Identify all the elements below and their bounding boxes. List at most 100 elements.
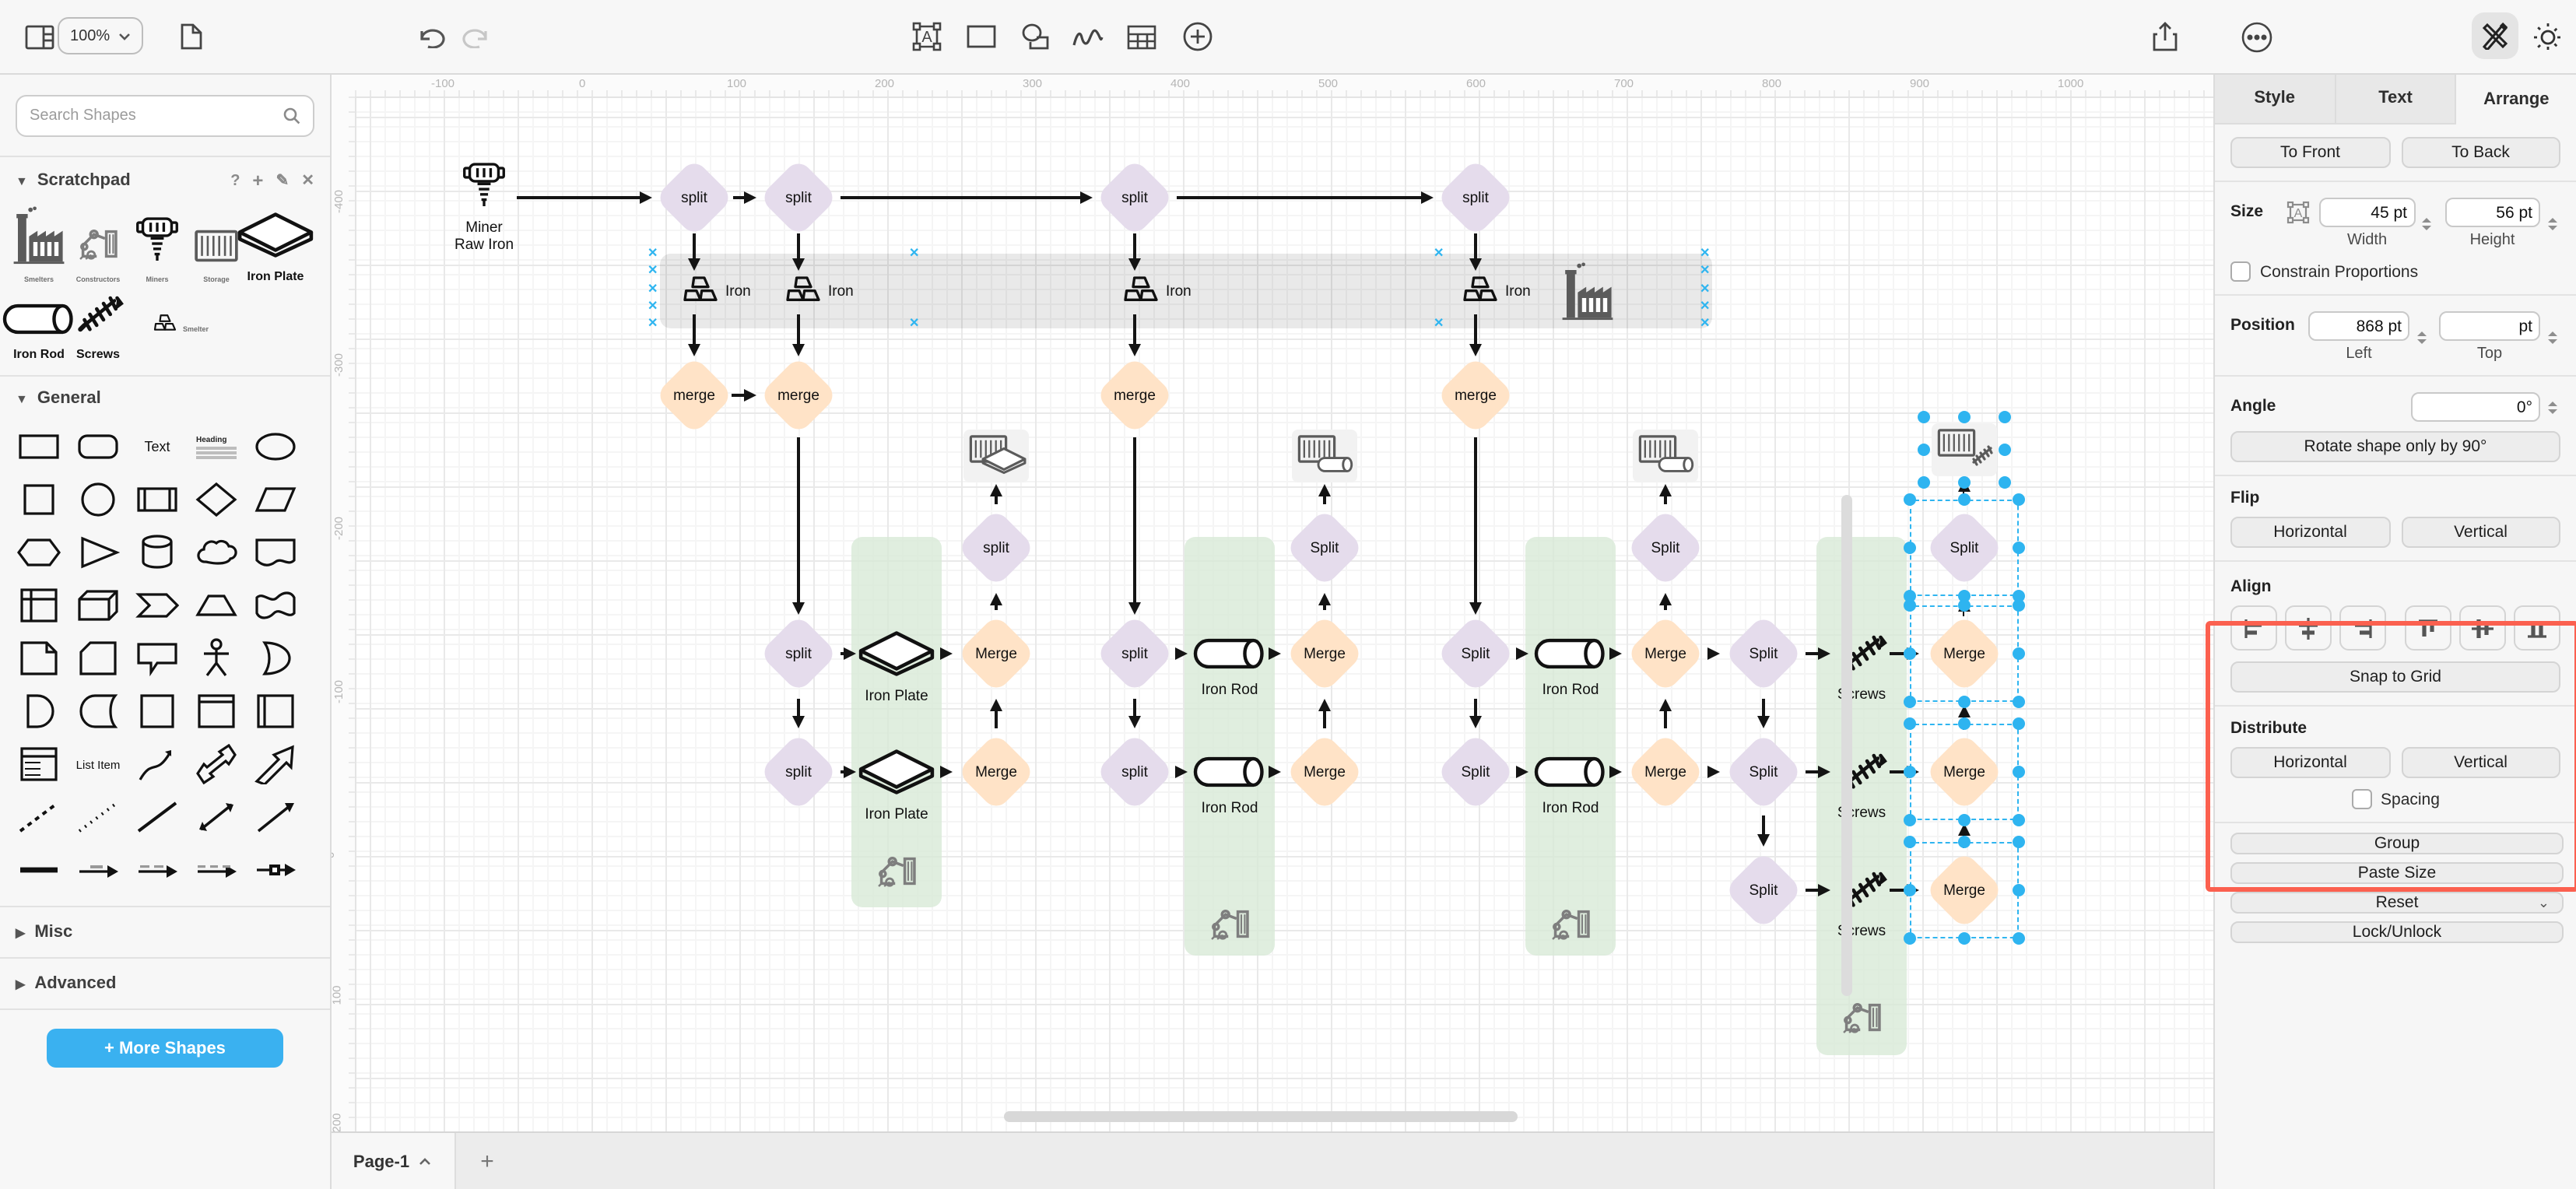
shape-srctgt[interactable] — [187, 847, 246, 893]
shape-vcont[interactable] — [187, 688, 246, 735]
diagram-node-storage[interactable] — [1637, 433, 1694, 487]
selection-handle[interactable] — [2013, 814, 2025, 826]
toggle-sidebar-button[interactable] — [19, 17, 59, 56]
shape-listitem[interactable]: List Item — [75, 757, 121, 771]
connector-arrow[interactable] — [693, 314, 696, 344]
shape-diamond[interactable] — [187, 476, 246, 523]
sketch-style-toggle[interactable] — [2472, 12, 2518, 59]
selection-handle[interactable] — [2013, 836, 2025, 848]
rotate-90-button[interactable]: Rotate shape only by 90° — [2230, 431, 2560, 462]
height-input[interactable]: 56 pt — [2444, 198, 2540, 227]
autosize-icon[interactable]: A — [2286, 201, 2310, 224]
connector-arrow[interactable] — [1806, 770, 1818, 773]
flip-horizontal-button[interactable]: Horizontal — [2230, 517, 2390, 548]
diagram-node-merge[interactable]: Merge — [1910, 724, 2019, 820]
shape-hex[interactable] — [9, 529, 68, 576]
selection-handle[interactable] — [1904, 696, 1916, 708]
connector-arrow[interactable] — [1664, 711, 1667, 728]
width-input[interactable]: 45 pt — [2319, 198, 2415, 227]
align-left-button[interactable] — [2230, 605, 2277, 651]
diagram-node-merge[interactable]: Merge — [1910, 605, 2019, 702]
scratchpad-header[interactable]: ▼ Scratchpad ? + ✎ ✕ — [0, 157, 330, 198]
diagram-node-split[interactable]: split — [1093, 730, 1177, 814]
tab-style[interactable]: Style — [2215, 73, 2336, 125]
align-center-button[interactable] — [2285, 605, 2332, 651]
diagram-node-split[interactable]: Split — [1910, 500, 2019, 596]
scratchpad-item-iron-plate[interactable]: Iron Plate — [237, 205, 314, 283]
shape-dotline[interactable] — [68, 794, 128, 840]
diagram-node-merge[interactable]: Merge — [1283, 612, 1367, 696]
shape-rect[interactable] — [9, 423, 68, 470]
connector-arrow[interactable] — [797, 233, 800, 258]
connector-arrow[interactable] — [1177, 196, 1421, 199]
scratchpad-item-constructors[interactable]: Constructors — [68, 205, 128, 283]
theme-toggle-button[interactable] — [2528, 17, 2568, 56]
shape-ellipse[interactable] — [246, 423, 305, 470]
redo-button[interactable] — [456, 17, 497, 56]
diagram-node-merge[interactable]: merge — [1093, 353, 1177, 437]
diagram-node-iron[interactable]: Iron — [784, 274, 854, 310]
search-input[interactable]: Search Shapes — [16, 95, 314, 137]
selection-handle[interactable] — [1999, 411, 2011, 423]
shape-tri[interactable] — [68, 529, 128, 576]
align-right-button[interactable] — [2339, 605, 2386, 651]
diagram-node-split[interactable]: split — [1093, 612, 1177, 696]
shape-hline[interactable] — [9, 847, 68, 893]
selection-handle[interactable] — [1918, 476, 1930, 489]
shape-box2[interactable] — [128, 688, 187, 735]
selection-handle[interactable] — [1999, 476, 2011, 489]
connector-arrow[interactable] — [1963, 612, 1964, 616]
diagram-node-split[interactable]: split — [756, 730, 841, 814]
position-left-input[interactable]: 868 pt — [2308, 311, 2409, 341]
shape-callout[interactable] — [128, 635, 187, 682]
diagram-node-constructor[interactable] — [1838, 991, 1885, 1046]
selection-handle[interactable] — [2013, 493, 2025, 506]
selection-handle[interactable] — [1918, 444, 1930, 456]
vertical-scrollbar[interactable] — [1841, 495, 1852, 996]
connector-arrow[interactable] — [1890, 889, 1907, 892]
scratchpad-item-smelters[interactable]: Smelters — [9, 205, 68, 283]
selection-handle[interactable] — [1918, 411, 1930, 423]
diagram-node-split[interactable]: Split — [1721, 730, 1806, 814]
shape-cyl[interactable] — [128, 529, 187, 576]
connector-arrow[interactable] — [1323, 605, 1326, 610]
diagram-node-merge[interactable]: merge — [652, 353, 736, 437]
diagram-node-merge[interactable]: merge — [756, 353, 841, 437]
diagram-node-split[interactable]: Split — [1721, 612, 1806, 696]
diagram-node-iron[interactable]: Iron — [1462, 274, 1531, 310]
advanced-section-header[interactable]: ▶ Advanced — [0, 957, 330, 1008]
connector-arrow[interactable] — [1806, 889, 1818, 892]
connector-arrow[interactable] — [1323, 711, 1326, 728]
selection-handle[interactable] — [1958, 476, 1971, 489]
text-tool-button[interactable]: A — [906, 17, 946, 56]
shape-tape[interactable] — [246, 582, 305, 629]
selection-handle[interactable] — [2013, 647, 2025, 660]
angle-stepper[interactable] — [2543, 392, 2560, 422]
selection-handle[interactable] — [2013, 884, 2025, 896]
diagram-node-merge[interactable]: merge — [1434, 353, 1518, 437]
shape-arrow[interactable] — [246, 741, 305, 787]
constrain-proportions-checkbox[interactable] — [2230, 261, 2251, 282]
selection-handle[interactable] — [1958, 932, 1971, 945]
diagram-node-iron[interactable]: Iron — [682, 274, 751, 310]
connector-arrow[interactable] — [1762, 815, 1765, 834]
selection-handle[interactable] — [1958, 599, 1971, 612]
selection-handle[interactable] — [2013, 766, 2025, 778]
diagram-node-iron-rod[interactable]: Iron Rod — [1189, 637, 1270, 699]
shape-heading[interactable]: Heading — [187, 423, 246, 470]
connector-arrow[interactable] — [841, 196, 1080, 199]
diagram-node-iron-rod[interactable]: Iron Rod — [1530, 637, 1611, 699]
rectangle-tool-button[interactable] — [960, 17, 1001, 56]
diagram-node-split[interactable]: split — [756, 156, 841, 240]
diagram-node-iron-plate[interactable]: Iron Plate — [856, 630, 937, 705]
selection-handle[interactable] — [1904, 932, 1916, 945]
shape-step[interactable] — [128, 582, 187, 629]
diagram-node-iron-rod[interactable]: Iron Rod — [1530, 755, 1611, 817]
diagram-node-split[interactable]: split — [1434, 156, 1518, 240]
selection-handle[interactable] — [1904, 717, 1916, 730]
shape-istore[interactable] — [9, 582, 68, 629]
shape-cube[interactable] — [68, 582, 128, 629]
general-section-header[interactable]: ▼ General — [0, 375, 330, 414]
scratchpad-item-iron-rod[interactable]: Iron Rod — [2, 293, 73, 361]
connector-arrow[interactable] — [1474, 314, 1477, 344]
